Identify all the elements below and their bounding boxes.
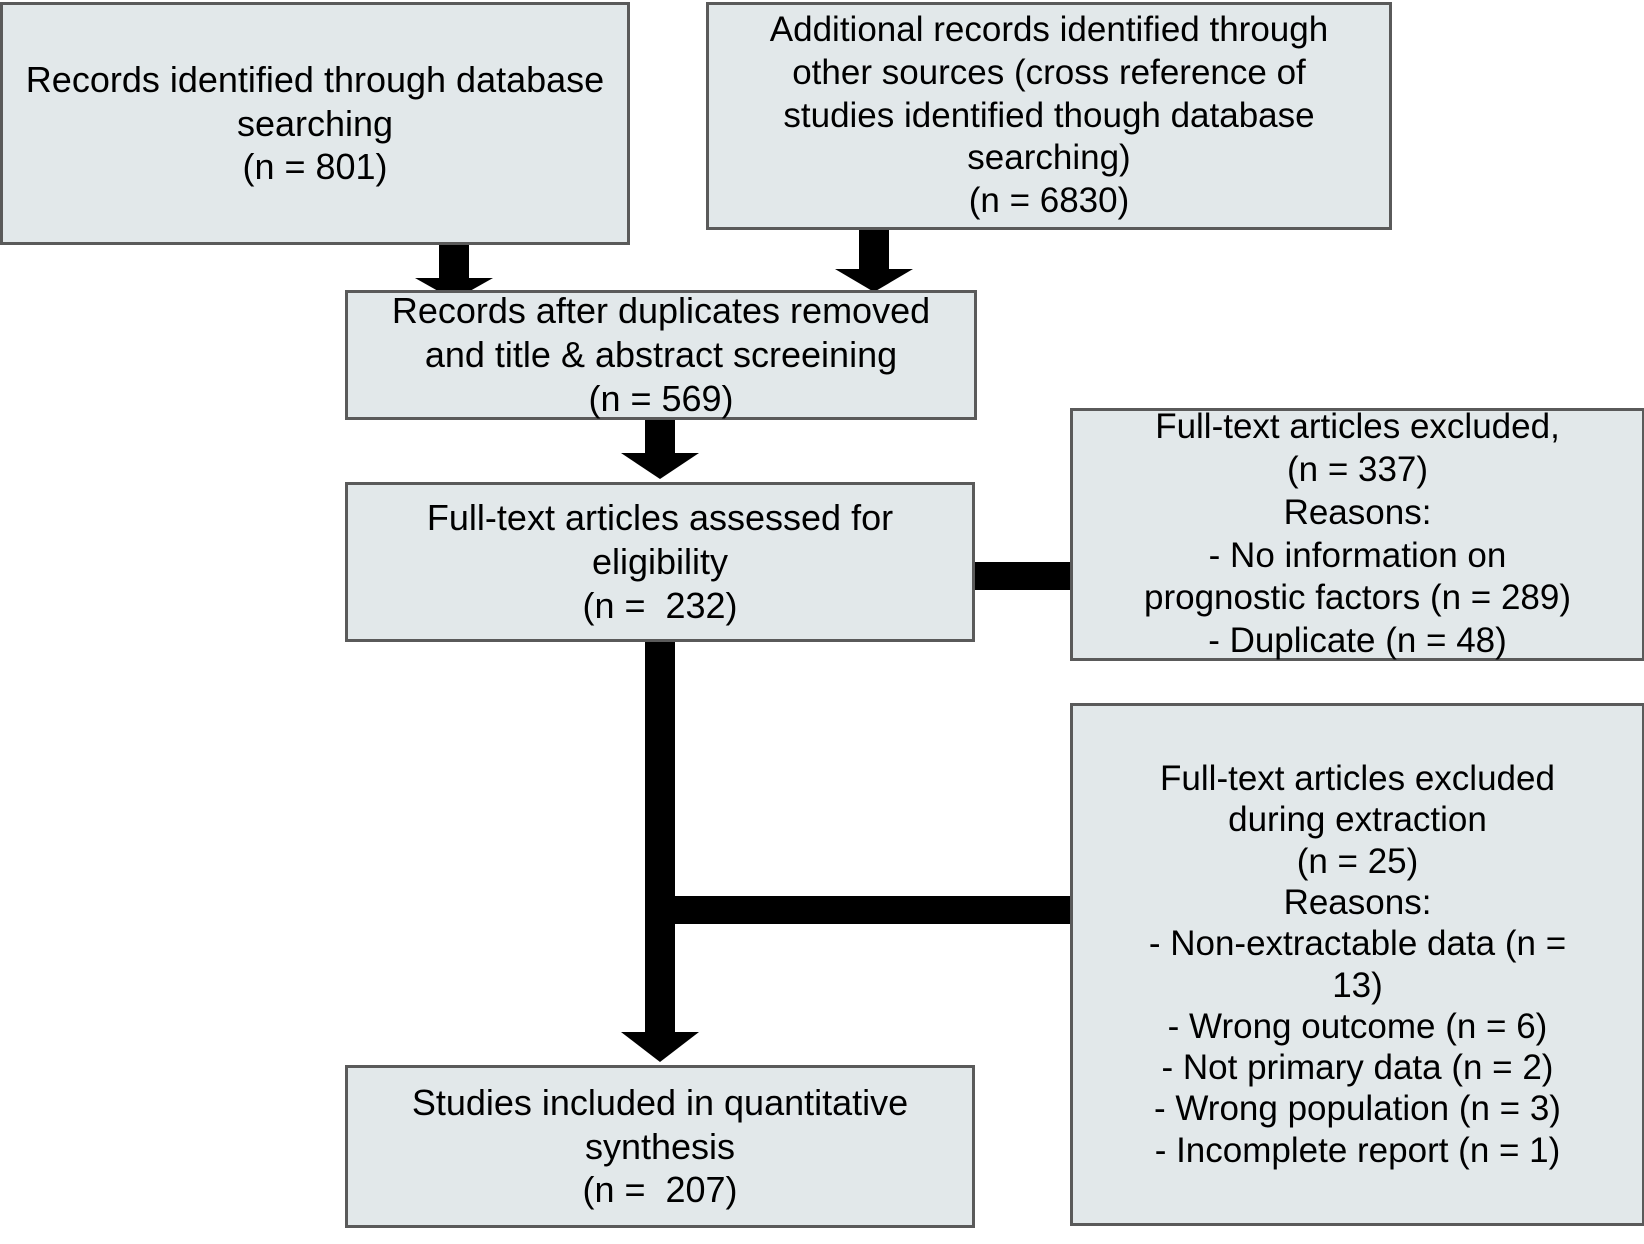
arrow-fulltext-to-excluded-extraction xyxy=(645,642,1124,941)
studies-included-box: Studies included in quantitative synthes… xyxy=(345,1065,975,1228)
fulltext-articles-excluded-extraction-box: Full-text articles excluded during extra… xyxy=(1070,703,1644,1226)
node-line: Reasons: xyxy=(1283,492,1432,532)
node-line: other sources (cross reference of xyxy=(792,52,1306,92)
node-line: Full-text articles assessed for xyxy=(426,497,894,539)
node-line: eligibility xyxy=(591,541,729,583)
node-line: 13) xyxy=(1332,965,1383,1005)
node-line: - Duplicate (n = 48) xyxy=(1208,620,1507,660)
node-line: prognostic factors (n = 289) xyxy=(1143,578,1572,618)
node-line: - No information on xyxy=(1208,535,1507,575)
arrow-duplicates-to-fulltext xyxy=(621,420,699,479)
node-line: (n = 337) xyxy=(1286,450,1429,490)
node-line: synthesis xyxy=(584,1125,736,1167)
node-line: (n = 25) xyxy=(1296,841,1419,881)
node-line: (n = 232) xyxy=(582,584,738,626)
node-line: Additional records identified through xyxy=(769,10,1329,50)
node-line: - Wrong population (n = 3) xyxy=(1154,1089,1561,1129)
node-line: Reasons: xyxy=(1283,882,1432,922)
node-line: - Not primary data (n = 2) xyxy=(1161,1048,1554,1088)
node-line: - Non-extractable data (n = xyxy=(1148,924,1567,964)
node-line: during extraction xyxy=(1228,800,1487,840)
node-line: studies identified though database xyxy=(783,95,1315,135)
node-line: - Incomplete report (n = 1) xyxy=(1154,1130,1561,1170)
fulltext-articles-assessed-box: Full-text articles assessed for eligibil… xyxy=(345,482,975,642)
node-line: Records after duplicates removed xyxy=(391,290,931,332)
node-line: (n = 6830) xyxy=(968,181,1130,221)
node-line: - Wrong outcome (n = 6) xyxy=(1167,1006,1548,1046)
node-line: Studies included in quantitative xyxy=(411,1081,909,1123)
node-line: (n = 569) xyxy=(588,377,734,419)
arrow-fulltext-to-included xyxy=(621,642,699,1062)
node-line: and title & abstract screeining xyxy=(424,334,898,376)
node-line: (n = 207) xyxy=(582,1169,738,1211)
node-line: searching xyxy=(236,102,394,144)
node-line: Full-text articles excluded xyxy=(1160,759,1555,799)
node-line: searching) xyxy=(967,138,1131,178)
fulltext-articles-excluded-box: Full-text articles excluded, (n = 337) R… xyxy=(1070,407,1644,661)
node-line: Full-text articles excluded, xyxy=(1155,407,1560,447)
records-after-duplicates-removed-box: Records after duplicates removed and tit… xyxy=(345,290,977,420)
node-line: Records identified through database xyxy=(25,58,605,100)
node-line: (n = 801) xyxy=(242,146,388,188)
records-identified-other-sources-box: Additional records identified through ot… xyxy=(706,2,1392,230)
records-identified-database-box: Records identified through database sear… xyxy=(0,2,630,245)
arrow-other-to-duplicates xyxy=(835,230,913,292)
